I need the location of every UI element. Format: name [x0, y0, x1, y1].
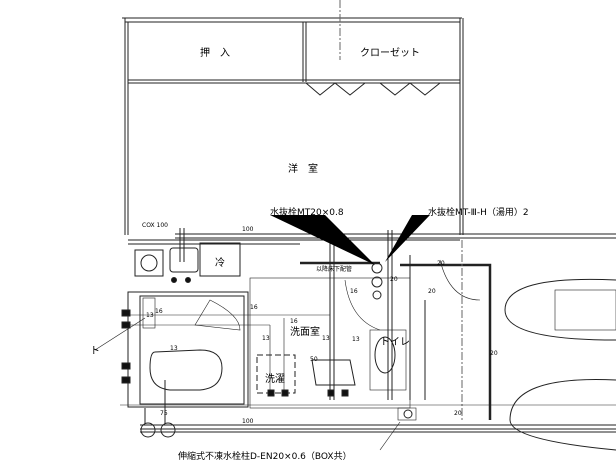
- label-toilet: トイレ: [380, 337, 410, 348]
- label-sentaku: 洗濯: [265, 374, 285, 385]
- label-rei: 冷: [215, 258, 225, 269]
- label-youshitsu: 洋 室: [288, 164, 318, 175]
- label-closet: クローゼット: [360, 48, 420, 59]
- dim: 13: [352, 336, 360, 343]
- dim: 13: [322, 335, 330, 342]
- dim: 16: [290, 318, 298, 325]
- dim: 13: [262, 335, 270, 342]
- dim: 20: [454, 410, 462, 417]
- dim: 13: [146, 312, 154, 319]
- dim-bottom-pipe: 100: [242, 418, 254, 425]
- label-faucet-post: 伸縮式不凍水栓柱D-EN20×0.6（BOX共）: [178, 452, 352, 462]
- label-oshiire: 押 入: [200, 48, 230, 59]
- label-left: ト: [90, 346, 100, 357]
- dim: 20: [390, 276, 398, 283]
- dim: 16: [155, 308, 163, 315]
- dim: 20: [428, 288, 436, 295]
- dim: 20: [490, 350, 498, 357]
- dim-top-pipe: 100: [242, 226, 254, 233]
- label-valve1: 水抜栓MT20×0.8: [270, 208, 344, 218]
- label-valve2: 水抜栓MT-Ⅲ-H（湯用）2: [428, 208, 529, 218]
- label-underfloor: 以降床下配管: [316, 266, 353, 273]
- dim: 75: [160, 410, 168, 417]
- dim: 20: [437, 260, 445, 267]
- dim: 13: [170, 345, 178, 352]
- closet-block: [122, 17, 464, 235]
- bathroom: [127, 291, 249, 408]
- label-senmenshitsu: 洗面室: [290, 327, 320, 338]
- dim: 16: [350, 288, 358, 295]
- label-cox: COX 100: [142, 222, 168, 229]
- dim: 16: [250, 304, 258, 311]
- dim: 50: [310, 356, 318, 363]
